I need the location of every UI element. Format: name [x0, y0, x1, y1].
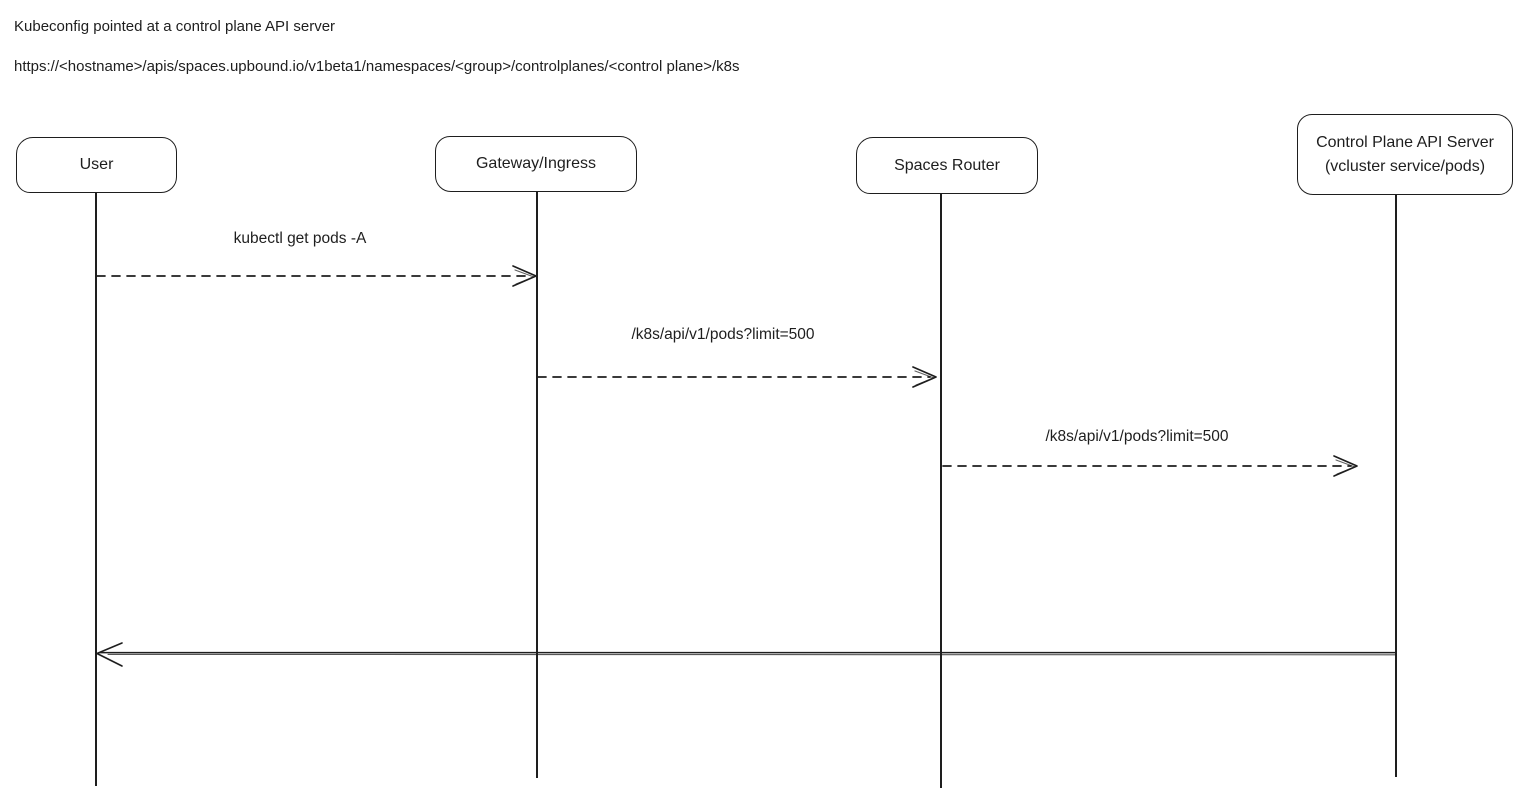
message-arrow-2	[537, 366, 937, 388]
message-arrow-4	[96, 642, 1397, 667]
lifeline-user	[95, 193, 97, 786]
actor-control-plane-sublabel: (vcluster service/pods)	[1324, 157, 1486, 175]
lifeline-control-plane	[1395, 195, 1397, 777]
message-arrow-3	[942, 455, 1358, 477]
actor-gateway-label: Gateway/Ingress	[475, 155, 597, 172]
actor-control-plane-label: Control Plane API Server	[1316, 133, 1494, 151]
lifeline-gateway	[536, 192, 538, 778]
actor-gateway: Gateway/Ingress	[435, 136, 637, 192]
actor-spaces-router: Spaces Router	[856, 137, 1038, 194]
message-arrow-1	[96, 265, 537, 287]
actor-control-plane: Control Plane API Server (vcluster servi…	[1297, 114, 1513, 195]
message-label-3: /k8s/api/v1/pods?limit=500	[1045, 428, 1229, 445]
message-label-2: /k8s/api/v1/pods?limit=500	[631, 326, 815, 343]
diagram-title: Kubeconfig pointed at a control plane AP…	[14, 18, 336, 35]
actor-spaces-router-label: Spaces Router	[894, 156, 1000, 174]
lifeline-spaces-router	[940, 194, 942, 788]
actor-user-label: User	[79, 156, 114, 173]
actor-user: User	[16, 137, 177, 193]
kubeconfig-url: https://<hostname>/apis/spaces.upbound.i…	[14, 58, 740, 75]
message-label-1: kubectl get pods -A	[233, 230, 367, 247]
